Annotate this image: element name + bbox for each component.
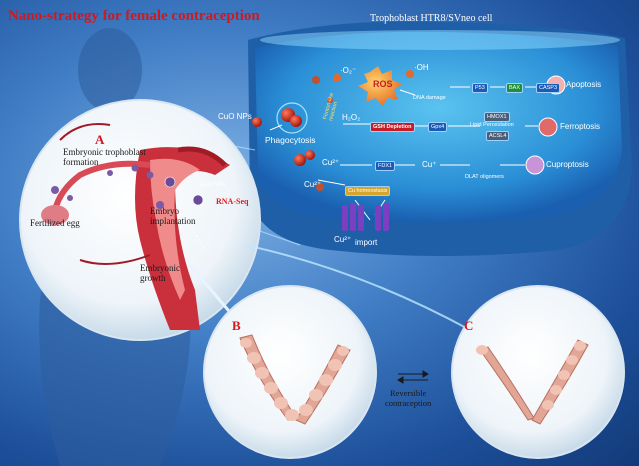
label-dna-damage: DNA damage	[413, 95, 446, 101]
pill-acsl4: ACSL4	[486, 131, 510, 141]
pill-p53: P53	[472, 83, 488, 93]
label-cu2-internal: Cu²⁺	[322, 158, 340, 167]
pill-gsh-depletion: GSH Depletion	[370, 122, 415, 132]
label-reversible: Reversible contraception	[385, 388, 432, 408]
cell-title: Trophoblast HTR8/SVneo cell	[370, 13, 493, 24]
label-ros: ROS	[373, 79, 393, 89]
pathway-arrows	[269, 86, 540, 221]
reversible-arrows	[397, 370, 429, 384]
label-cuo-nps-small: CuO NPs	[200, 182, 226, 188]
label-cuo-nps: CuO NPs	[218, 112, 252, 121]
label-rna-seq: RNA-Seq	[216, 197, 249, 206]
panel-c-circle	[451, 285, 625, 459]
label-h2o2: H₂O₂	[342, 113, 361, 122]
label-phagocytosis: Phagocytosis	[265, 135, 316, 145]
panel-c-letter: C	[464, 318, 474, 333]
label-embryo-implantation: Embryo implantation	[150, 206, 196, 226]
pill-casp: CASP3	[536, 83, 561, 93]
panel-b-circle	[203, 285, 377, 459]
pill-hmox1: HMOX1	[484, 112, 510, 122]
label-cu2-import: Cu²⁺	[334, 235, 352, 244]
label-fertilized-egg: Fertilized egg	[30, 218, 80, 228]
panel-a-letter: A	[95, 132, 105, 147]
cuo-np-particles	[252, 76, 333, 191]
label-embryonic-growth: Embryonic growth	[140, 263, 180, 283]
label-cuproptosis: Cuproptosis	[546, 160, 589, 169]
label-lipid-peroxidation: Lipid Peroxidation	[470, 122, 514, 128]
pill-fdx1: FDX1	[375, 161, 396, 171]
panel-b-letter: B	[232, 318, 241, 333]
ros-burst	[358, 66, 402, 106]
pill-bax: BAX	[506, 83, 524, 93]
cu-transporter-channels	[342, 203, 389, 231]
cuproptosis-cell-icon	[525, 155, 545, 175]
pill-gpx4: Gpx4	[428, 122, 448, 132]
uterus-b-beads	[240, 338, 349, 421]
figure-title: Nano-strategy for female contraception	[8, 8, 260, 24]
uterus-c-beads	[476, 341, 586, 410]
label-import: import	[355, 238, 378, 247]
label-apoptosis: Apoptosis	[566, 80, 602, 89]
pill-cu-homeostasis: Cu homeostasis	[345, 186, 391, 196]
label-superoxide: ·O₂⁻	[340, 66, 357, 75]
phagosome	[276, 102, 308, 134]
label-dlat: DLAT oligomers	[465, 174, 504, 180]
arrow-to-c	[244, 244, 471, 331]
label-cu2-cell: Cu²⁺	[304, 180, 322, 189]
panel-a-circle	[19, 99, 261, 341]
label-hydroxyl: ·OH	[414, 63, 429, 72]
ferroptosis-cell-icon	[538, 117, 558, 137]
label-ferroptosis: Ferroptosis	[560, 122, 601, 131]
label-embryonic-trophoblast: Embryonic trophoblast formation	[63, 147, 146, 167]
label-cu1: Cu⁺	[422, 160, 437, 169]
